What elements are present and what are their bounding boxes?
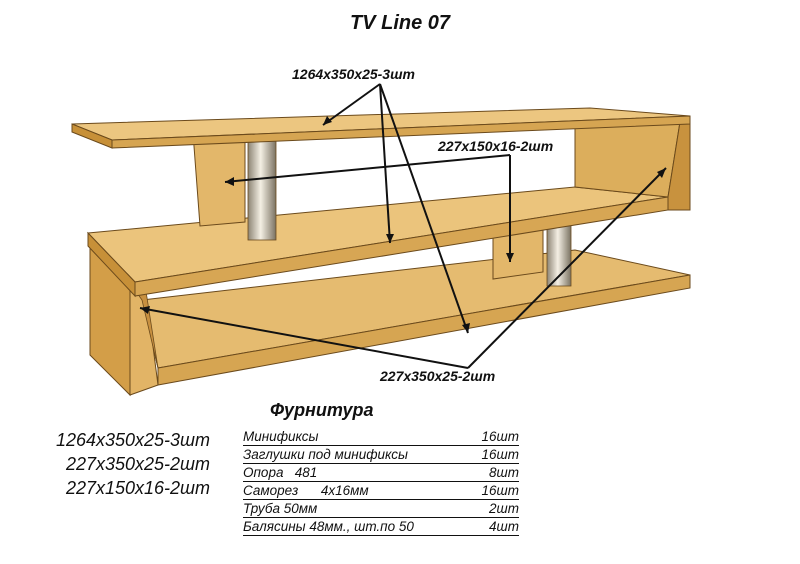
hardware-item-name: Опора 481 [243, 465, 318, 480]
hardware-item-qty: 4шт [489, 519, 519, 534]
callout-label-middle: 227x150x16-2шт [438, 138, 554, 154]
callout-arrowheads-middle [225, 177, 514, 262]
hardware-item-qty: 8шт [489, 465, 519, 480]
callout-lines-top [322, 83, 469, 334]
hardware-item-qty: 16шт [481, 483, 519, 498]
parts-summary: 1264x350x25-3шт 227x350x25-2шт 227x150x1… [14, 428, 210, 500]
hardware-item-name: Минификсы [243, 429, 319, 444]
callout-arrowheads-top [323, 116, 470, 333]
diagram-title: TV Line 07 [349, 12, 451, 34]
middle-shelf-left-edge [87, 231, 136, 298]
hardware-title: Фурнитура [270, 400, 374, 420]
hardware-row: Саморез 4x16мм 16шт [243, 482, 519, 500]
hardware-item-name: Труба 50мм [243, 501, 318, 516]
bottom-shelf-front [157, 274, 691, 386]
summary-line: 227x150x16-2шт [65, 478, 210, 498]
hardware-table: Минификсы 16шт Заглушки под минификсы 16… [243, 428, 519, 536]
hardware-item-name: Саморез 4x16мм [243, 483, 369, 498]
callout-arrowheads-bottom [140, 168, 666, 314]
hardware-item-qty: 16шт [481, 447, 519, 462]
callout-label-top: 1264x350x25-3шт [292, 66, 415, 82]
hardware-row: Опора 481 8шт [243, 464, 519, 482]
left-pipe [247, 135, 277, 241]
hardware-row: Труба 50мм 2шт [243, 500, 519, 518]
hardware-item-qty: 16шт [481, 429, 519, 444]
callout-lines-middle [224, 154, 511, 262]
hardware-item-name: Балясины 48мм., шт.по 50 [243, 519, 414, 534]
callout-lines-bottom [139, 167, 667, 369]
callout-label-bottom: 227x350x25-2шт [380, 368, 496, 384]
hardware-item-qty: 2шт [489, 501, 519, 516]
hardware-row: Минификсы 16шт [243, 428, 519, 446]
hardware-row: Балясины 48мм., шт.по 50 4шт [243, 518, 519, 536]
right-inner-panel [574, 121, 681, 198]
hardware-row: Заглушки под минификсы 16шт [243, 446, 519, 464]
top-shelf-left-edge [71, 123, 113, 149]
summary-line: 227x350x25-2шт [65, 454, 210, 474]
hardware-item-name: Заглушки под минификсы [243, 447, 408, 462]
summary-line: 1264x350x25-3шт [55, 430, 210, 450]
